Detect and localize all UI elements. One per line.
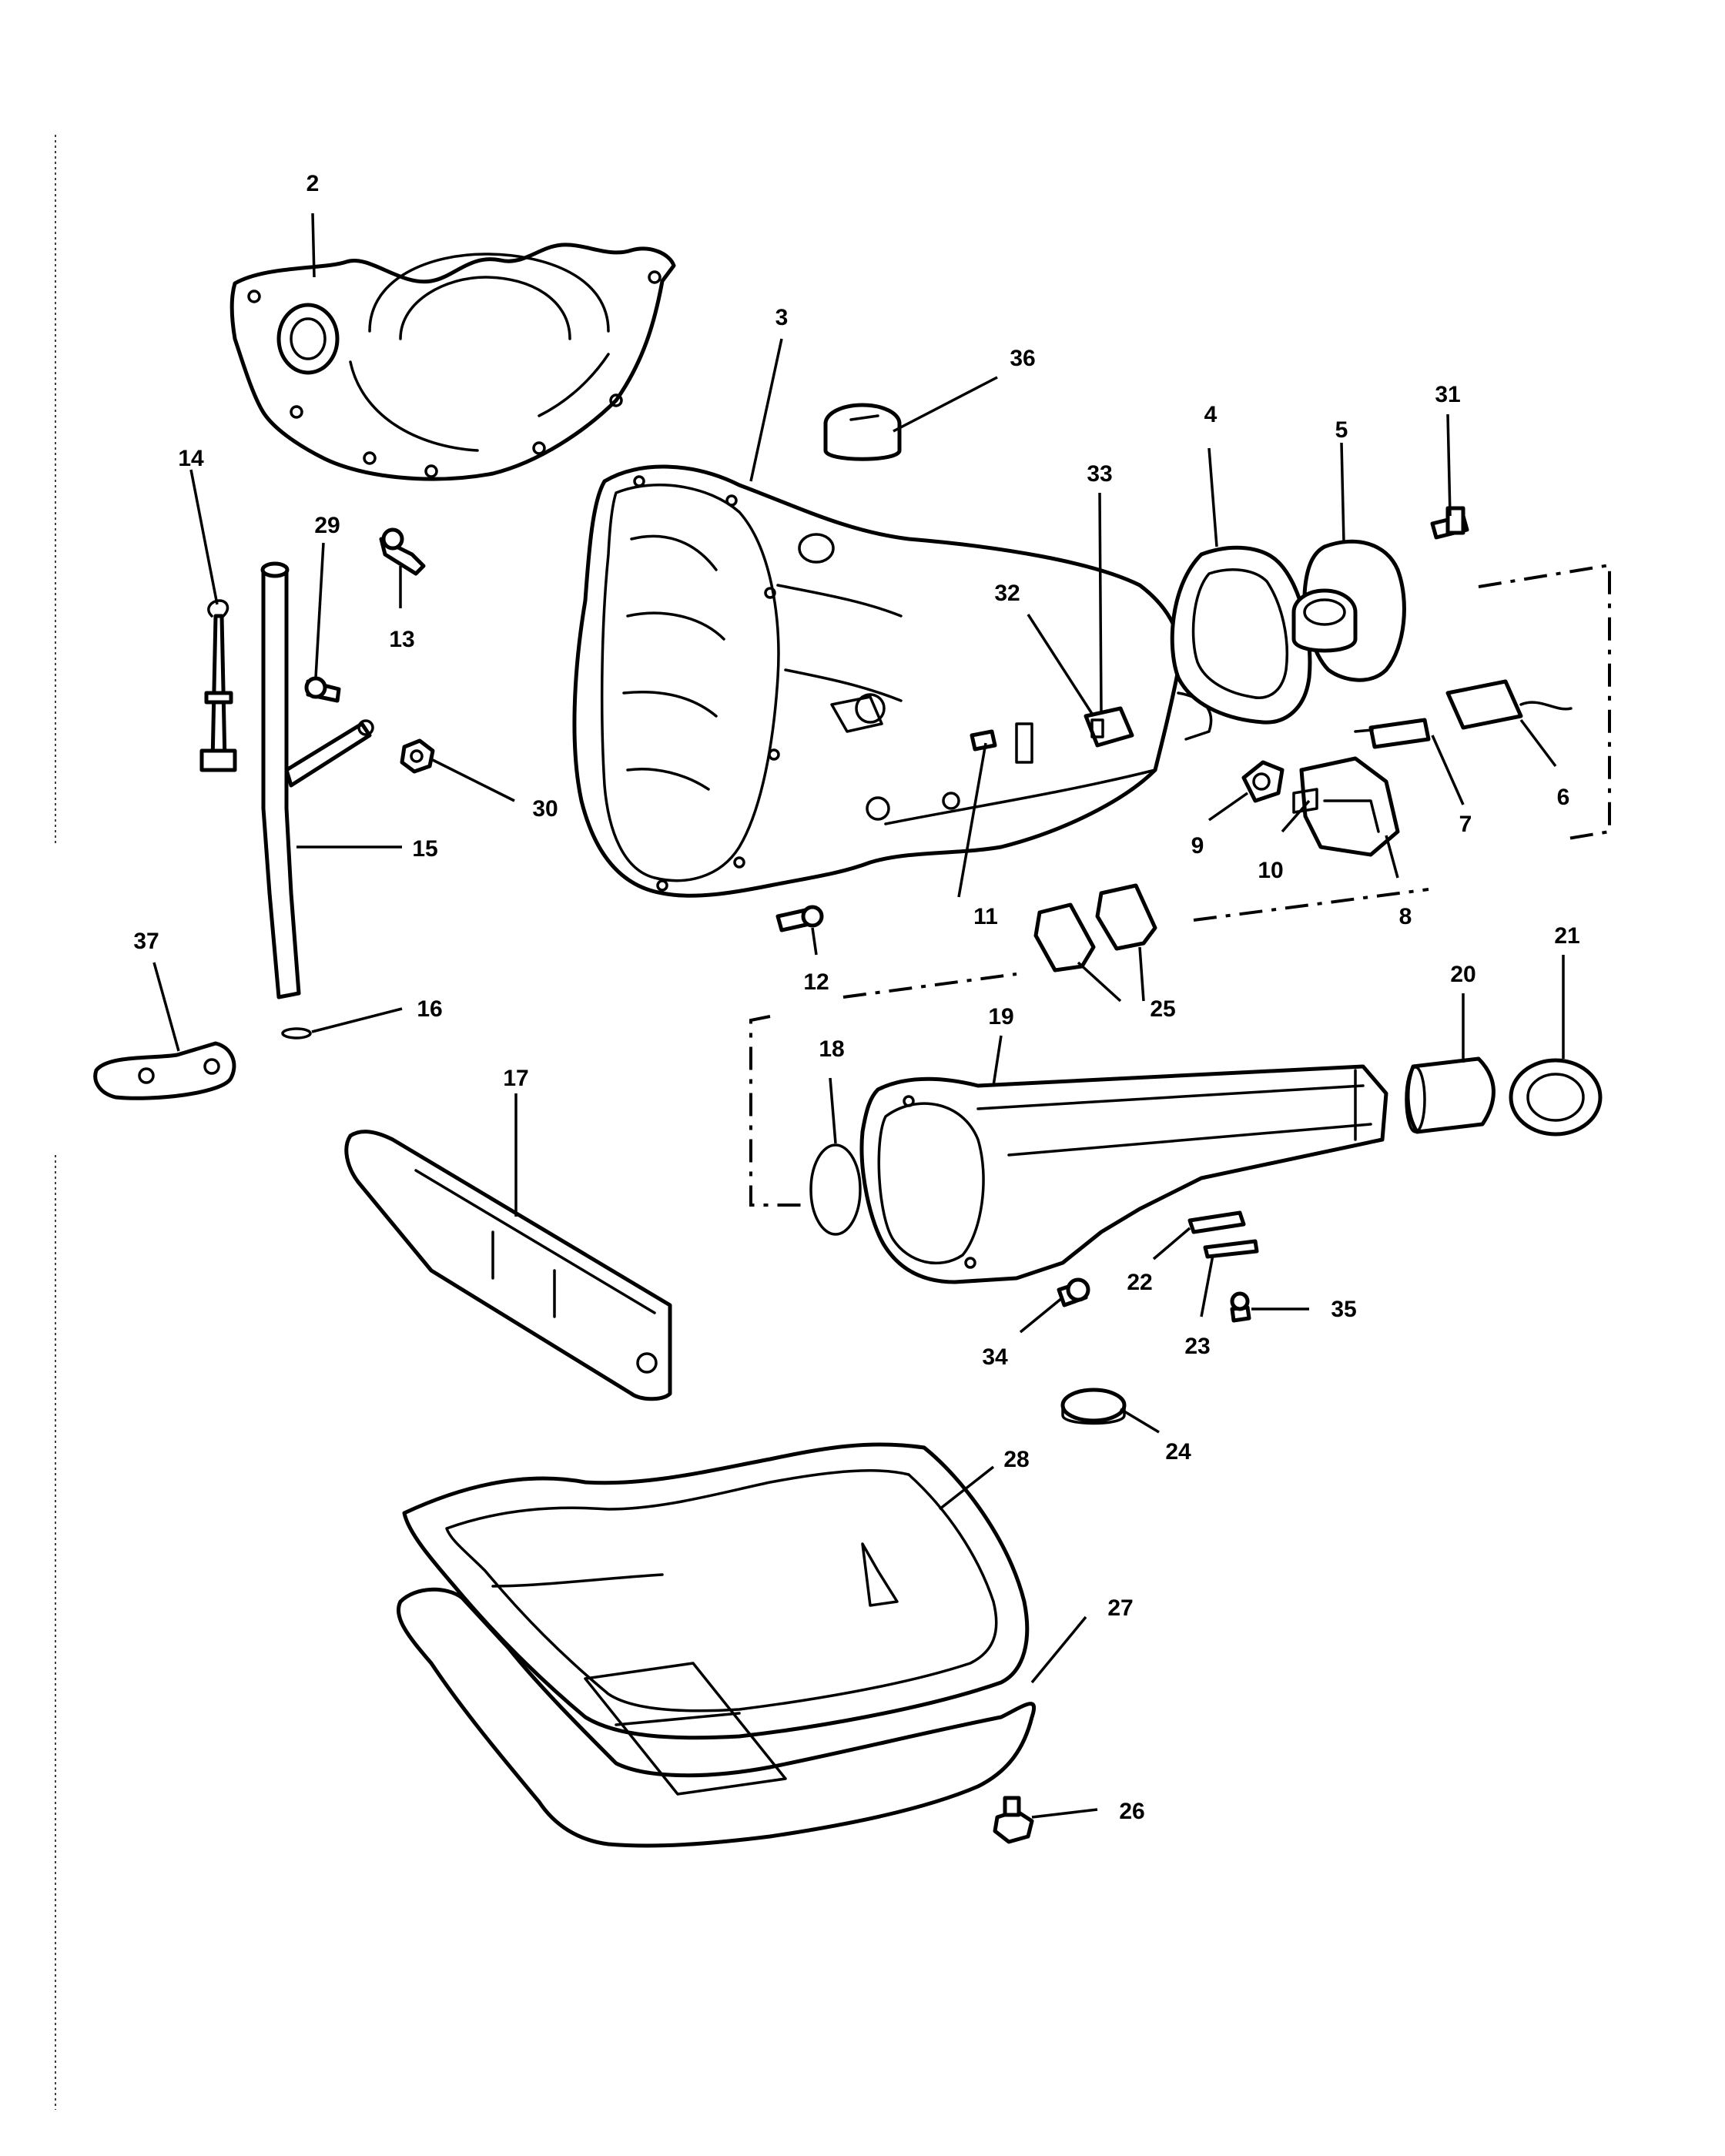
callout-5: 5	[1335, 417, 1348, 443]
dashed-group-outline-left	[749, 1015, 809, 1207]
callout-33: 33	[1087, 461, 1112, 487]
callout-18: 18	[819, 1036, 844, 1062]
callout-17: 17	[503, 1066, 528, 1091]
part-26-drain-bolt	[993, 1796, 1034, 1844]
part-16-o-ring	[281, 1027, 312, 1040]
part-22-bracket	[1187, 1210, 1246, 1234]
part-18-gasket	[809, 1143, 862, 1236]
callout-31: 31	[1435, 382, 1460, 407]
part-31-bolt	[1430, 506, 1469, 540]
part-4-gasket	[1170, 545, 1312, 725]
part-2-converter-cover	[229, 243, 676, 481]
part-15-filler-tube	[260, 561, 374, 999]
callout-9: 9	[1191, 833, 1204, 859]
callout-23: 23	[1184, 1334, 1210, 1359]
part-35-bolt	[1230, 1291, 1251, 1323]
part-33-sensor	[1084, 706, 1134, 748]
callout-2: 2	[306, 171, 320, 196]
callout-36: 36	[1010, 346, 1035, 371]
part-3-transmission-case	[572, 464, 1213, 898]
part-25-sensors	[1033, 883, 1157, 973]
callout-25: 25	[1150, 996, 1175, 1022]
part-9-gasket	[1241, 760, 1285, 803]
part-27-oil-pan	[396, 1542, 1037, 1848]
callout-19: 19	[988, 1004, 1013, 1029]
part-14-dipstick	[199, 599, 237, 772]
callout-24: 24	[1165, 1439, 1191, 1465]
callout-34: 34	[982, 1344, 1008, 1370]
callout-22: 22	[1127, 1270, 1152, 1295]
callout-14: 14	[178, 446, 204, 471]
callout-6: 6	[1557, 785, 1570, 810]
part-23-bracket	[1203, 1239, 1259, 1259]
leader-lines	[152, 213, 1565, 1819]
callout-11: 11	[973, 904, 998, 929]
part-29-bolt	[304, 676, 341, 703]
callout-7: 7	[1459, 812, 1472, 837]
callout-13: 13	[389, 627, 414, 652]
callout-35: 35	[1331, 1297, 1356, 1322]
callout-15: 15	[412, 836, 437, 862]
part-20-bushing	[1405, 1056, 1496, 1134]
callout-32: 32	[994, 581, 1020, 606]
callout-4: 4	[1204, 402, 1218, 427]
dashed-group-outline-right	[1478, 563, 1611, 841]
callout-16: 16	[417, 996, 442, 1022]
part-7-sensor	[1354, 718, 1431, 749]
part-10-solenoid-body	[1292, 756, 1400, 857]
dashed-group-connector-lower	[842, 973, 1017, 999]
part-19-extension-housing	[859, 1064, 1388, 1284]
dashed-group-connector	[1193, 888, 1429, 922]
callout-27: 27	[1107, 1595, 1133, 1621]
part-28-pan-gasket	[402, 1442, 1030, 1740]
part-11-fitting	[970, 729, 997, 752]
part-13-bolt	[379, 527, 426, 576]
part-24-plug	[1060, 1388, 1127, 1425]
callout-10: 10	[1258, 858, 1283, 883]
callout-28: 28	[1003, 1447, 1029, 1472]
part-36-plug	[823, 403, 902, 461]
callout-12: 12	[803, 969, 829, 995]
callout-30: 30	[532, 796, 558, 822]
part-21-seal	[1509, 1058, 1603, 1137]
part-37-bracket	[93, 1041, 236, 1100]
callout-8: 8	[1399, 904, 1412, 929]
part-17-support-bar	[344, 1130, 672, 1401]
part-12-bolt	[775, 905, 824, 932]
callout-29: 29	[314, 513, 340, 538]
part-5-adapter-housing	[1291, 539, 1406, 682]
part-6-switch	[1445, 679, 1573, 730]
callout-labels: 2 3 4 5 6 7 8 9 10 11 12 13 14 15 16 17 …	[133, 171, 1579, 1824]
part-30-nut	[400, 738, 435, 774]
part-34-bolt	[1057, 1277, 1090, 1307]
callout-21: 21	[1554, 923, 1579, 949]
callout-37: 37	[133, 929, 159, 954]
callout-3: 3	[775, 305, 789, 330]
callout-20: 20	[1450, 962, 1475, 987]
callout-26: 26	[1119, 1799, 1144, 1824]
